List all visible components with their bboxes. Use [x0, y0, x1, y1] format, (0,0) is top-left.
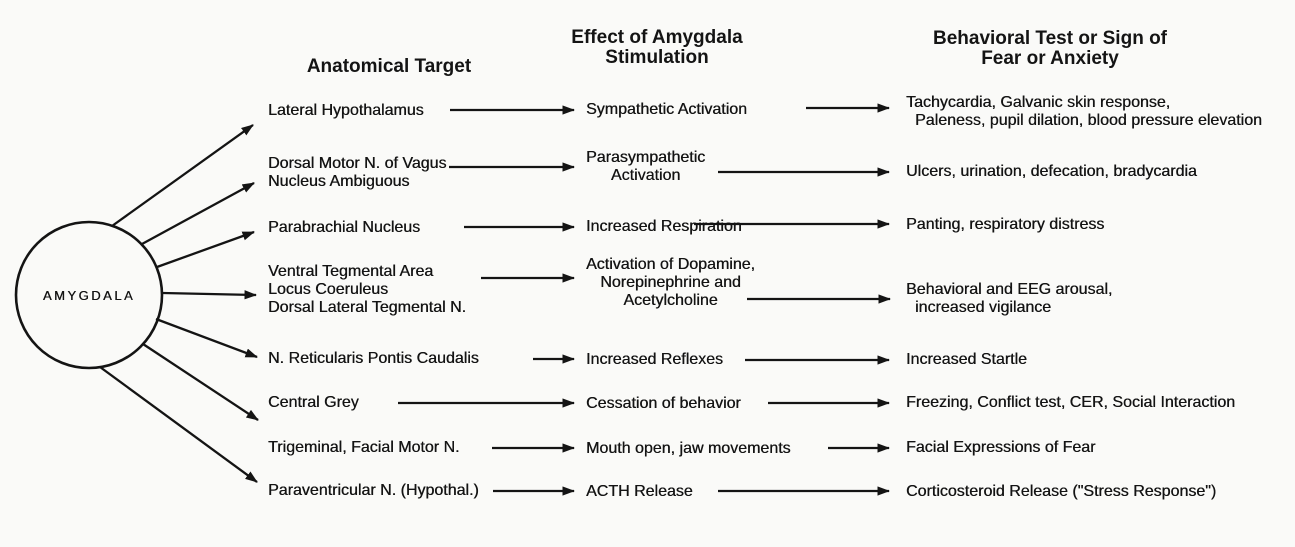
- sign-line: Freezing, Conflict test, CER, Social Int…: [906, 394, 1236, 411]
- row-sign-label: Freezing, Conflict test, CER, Social Int…: [906, 394, 1235, 412]
- fan-arrow: [162, 290, 257, 300]
- sign-line: Ulcers, urination, defecation, bradycard…: [906, 163, 1197, 180]
- column-header-target: Anatomical Target: [307, 57, 471, 77]
- effect-line: Cessation of behavior: [586, 395, 741, 412]
- column-header-sign-line2: Fear or Anxiety: [981, 48, 1119, 69]
- row-target-label: Parabrachial Nucleus: [268, 219, 420, 237]
- fan-arrow: [111, 124, 254, 227]
- row-effect-label: Increased Respiration: [586, 218, 742, 236]
- effect-line: Acetylcholine: [623, 292, 718, 309]
- sign-line: Behavioral and EEG arousal,: [906, 281, 1113, 298]
- column-header-target-text: Anatomical Target: [306, 56, 472, 77]
- fan-arrow: [156, 230, 255, 269]
- row-sign-label: Corticosteroid Release ("Stress Response…: [906, 483, 1216, 501]
- effect-line: Parasympathetic: [586, 149, 706, 166]
- column-header-sign-line1: Behavioral Test or Sign of: [932, 28, 1168, 49]
- fan-arrows: [99, 124, 259, 483]
- row-sign-label: Panting, respiratory distress: [906, 216, 1104, 234]
- target-line: Locus Coeruleus: [268, 281, 389, 298]
- target-line: Paraventricular N. (Hypothal.): [268, 482, 479, 499]
- effect-line: Increased Reflexes: [586, 351, 723, 368]
- sign-line: Facial Expressions of Fear: [906, 439, 1096, 456]
- column-header-effect: Effect of Amygdala Stimulation: [571, 28, 742, 68]
- target-to-effect-arrows: [398, 105, 575, 496]
- fan-arrow: [99, 366, 258, 483]
- effect-line: Mouth open, jaw movements: [586, 440, 791, 457]
- target-line: Central Grey: [268, 394, 359, 411]
- row-effect-label: Mouth open, jaw movements: [586, 440, 791, 458]
- sign-line: Tachycardia, Galvanic skin response,: [906, 94, 1171, 111]
- row-target-label: Trigeminal, Facial Motor N.: [268, 439, 459, 457]
- column-header-effect-line2: Stimulation: [605, 47, 709, 68]
- amygdala-node-label: AMYGDALA: [42, 288, 136, 303]
- row-target-label: Lateral Hypothalamus: [268, 102, 424, 120]
- sign-line: Paleness, pupil dilation, blood pressure…: [915, 112, 1262, 129]
- effect-line: Activation: [610, 167, 681, 184]
- effect-line: Increased Respiration: [586, 218, 742, 235]
- row-target-label: Central Grey: [268, 394, 359, 412]
- sign-line: Panting, respiratory distress: [906, 216, 1105, 233]
- row-target-label: Paraventricular N. (Hypothal.): [268, 482, 479, 500]
- row-effect-label: Cessation of behavior: [586, 395, 741, 413]
- sign-line: Corticosteroid Release ("Stress Response…: [906, 483, 1217, 500]
- target-line: N. Reticularis Pontis Caudalis: [268, 350, 479, 367]
- row-effect-label: ACTH Release: [586, 483, 693, 501]
- effect-to-sign-arrows: [694, 103, 891, 496]
- target-line: Nucleus Ambiguous: [268, 173, 410, 190]
- sign-line: Increased Startle: [906, 351, 1027, 368]
- target-line: Dorsal Lateral Tegmental N.: [268, 299, 467, 316]
- target-line: Trigeminal, Facial Motor N.: [268, 439, 460, 456]
- target-line: Parabrachial Nucleus: [268, 219, 421, 236]
- amygdala-node: [14, 220, 164, 370]
- row-effect-label: Sympathetic Activation: [586, 101, 747, 119]
- target-line: Dorsal Motor N. of Vagus: [268, 155, 447, 172]
- row-effect-label: Increased Reflexes: [586, 351, 723, 369]
- fan-arrow: [142, 343, 259, 421]
- fan-arrow: [141, 181, 255, 246]
- row-sign-label: Increased Startle: [906, 351, 1027, 369]
- effect-line: Norepinephrine and: [600, 274, 741, 291]
- target-line: Lateral Hypothalamus: [268, 102, 424, 119]
- column-header-sign: Behavioral Test or Sign of Fear or Anxie…: [933, 29, 1167, 69]
- fan-arrow: [155, 317, 258, 359]
- row-target-label: Ventral Tegmental Area Locus Coeruleus D…: [268, 263, 466, 317]
- row-effect-label: Parasympathetic Activation: [586, 149, 705, 185]
- sign-line: increased vigilance: [915, 299, 1052, 316]
- row-target-label: N. Reticularis Pontis Caudalis: [268, 350, 479, 368]
- row-sign-label: Behavioral and EEG arousal, increased vi…: [906, 281, 1112, 317]
- row-effect-label: Activation of Dopamine, Norepinephrine a…: [586, 256, 755, 310]
- row-sign-label: Facial Expressions of Fear: [906, 439, 1095, 457]
- column-header-effect-line1: Effect of Amygdala: [571, 27, 743, 48]
- effect-line: Sympathetic Activation: [586, 101, 747, 118]
- target-line: Ventral Tegmental Area: [268, 263, 434, 280]
- row-sign-label: Ulcers, urination, defecation, bradycard…: [906, 163, 1197, 181]
- effect-line: Activation of Dopamine,: [586, 256, 755, 273]
- row-target-label: Dorsal Motor N. of Vagus Nucleus Ambiguo…: [268, 155, 446, 191]
- effect-line: ACTH Release: [586, 483, 693, 500]
- row-sign-label: Tachycardia, Galvanic skin response, Pal…: [906, 94, 1262, 130]
